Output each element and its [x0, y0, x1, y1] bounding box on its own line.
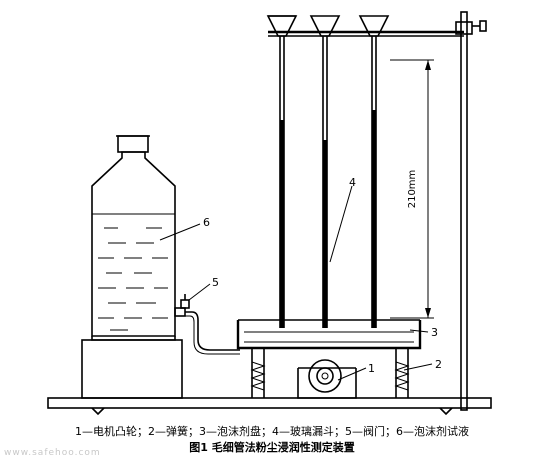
callout-label-5: 5 [212, 276, 219, 289]
base-plate [47, 397, 492, 416]
callout-label-6: 6 [203, 216, 210, 229]
bottle-support-block [81, 339, 183, 399]
figure-legend: 1—电机凸轮；2—弹簧；3—泡沫剂盘；4—玻璃漏斗；5—阀门；6—泡沫剂试液 [75, 425, 469, 438]
watermark: www.safehoo.com [4, 448, 101, 458]
callout-label-2: 2 [435, 358, 442, 371]
stand-rod [455, 11, 487, 411]
dimension-indicator [390, 59, 434, 319]
glass-funnel-middle [309, 15, 341, 328]
callout-label-3: 3 [431, 326, 438, 339]
spring-left [250, 348, 266, 398]
funnel-support-rail [268, 30, 464, 37]
callout-leaders [159, 185, 433, 381]
foam-tray [236, 319, 422, 350]
dimension-label: 210mm [407, 170, 418, 209]
glass-funnel-left [266, 15, 298, 328]
spring-right [394, 348, 410, 398]
callout-label-4: 4 [349, 176, 356, 189]
motor-cam [297, 359, 357, 399]
tubing [185, 311, 240, 351]
glass-funnel-right [358, 15, 390, 328]
foam-solution-liquid [98, 227, 168, 331]
figure-caption: 图1 毛细管法粉尘浸润性测定装置 [189, 441, 355, 454]
tubing-inner [185, 315, 240, 355]
callout-label-1: 1 [368, 362, 375, 375]
reagent-bottle [91, 135, 176, 341]
